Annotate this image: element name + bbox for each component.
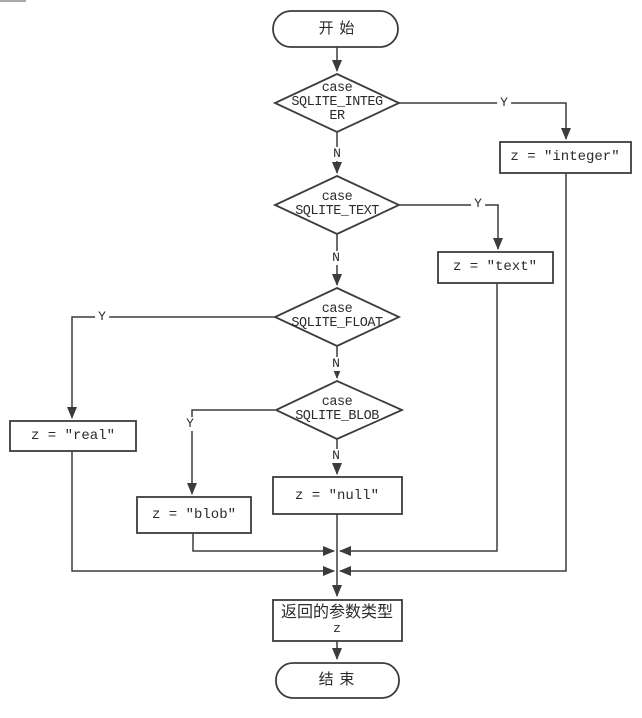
decision-float-line1: case [321, 302, 353, 317]
branch-no-text: N [329, 251, 343, 265]
assign-real-label: z = ″real″ [30, 428, 116, 444]
decision-integer-shape [272, 73, 402, 133]
decision-integer-line2: SQLITE_INTEG [291, 95, 383, 110]
edge-text-merge [339, 283, 498, 556]
assign-text-shape [437, 251, 554, 284]
assign-integer-label: z = ″integer″ [510, 149, 620, 165]
decision-text-shape [272, 175, 402, 235]
branch-yes-integer: Y [497, 96, 511, 110]
decision-blob-line1: case [321, 395, 353, 410]
edge-blob-yes [187, 409, 275, 495]
decision-integer-line3: ER [329, 109, 345, 124]
branch-yes-float: Y [95, 310, 109, 324]
assign-integer-shape [499, 141, 632, 174]
decision-blob-line2: SQLITE_BLOB [295, 409, 379, 424]
decision-float-shape [272, 287, 402, 347]
end-terminal-shape [275, 662, 400, 699]
decision-text-line2: SQLITE_TEXT [295, 204, 379, 219]
scan-artifact [0, 0, 26, 2]
result-line2: z [333, 621, 341, 636]
assign-text-label: z = ″text″ [452, 259, 538, 275]
assign-null-shape [272, 476, 403, 515]
decision-text-line1: case [321, 190, 353, 205]
edge-text-yes [399, 204, 503, 250]
edge-real-merge [71, 450, 335, 576]
result-line1: 返回的参数类型 [280, 604, 394, 621]
branch-yes-text: Y [471, 197, 485, 211]
edge-integer-merge [339, 173, 567, 576]
branch-no-float: N [329, 357, 343, 371]
decision-float-line2: SQLITE_FLOAT [291, 316, 383, 331]
start-terminal-shape [272, 10, 399, 48]
assign-real-shape [9, 420, 137, 452]
start-terminal-label: 开 始 [318, 21, 356, 37]
result-box-shape [272, 599, 403, 642]
decision-blob-shape [273, 380, 405, 440]
assign-null-label: z = ″null″ [294, 488, 380, 504]
branch-no-integer: N [330, 147, 344, 161]
edge-blob-merge [192, 533, 335, 556]
edge-integer-yes [399, 102, 571, 140]
decision-integer-line1: case [321, 81, 353, 96]
assign-blob-shape [136, 496, 252, 534]
branch-no-blob: N [329, 449, 343, 463]
branch-yes-blob: Y [183, 417, 197, 431]
end-terminal-label: 结 束 [318, 672, 356, 688]
assign-blob-label: z = ″blob″ [151, 507, 237, 523]
edge-float-yes [67, 316, 275, 419]
